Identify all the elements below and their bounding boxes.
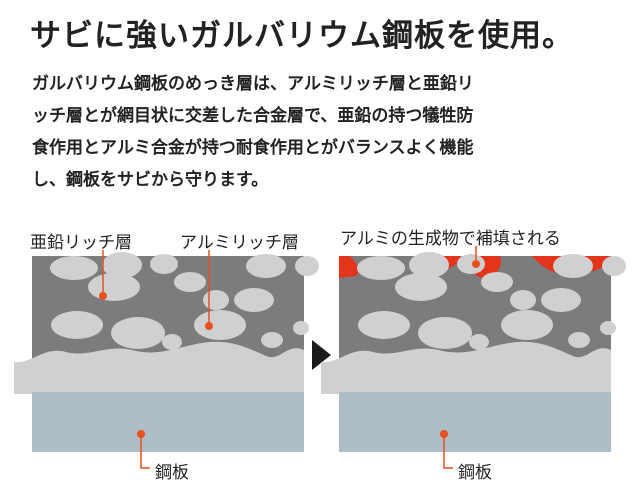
product-leader-dot: [472, 260, 480, 268]
transition-arrow-icon: [312, 340, 331, 370]
label-zinc-rich-layer: 亜鉛リッチ層: [30, 233, 132, 253]
main-heading: サビに強いガルバリウム鋼板を使用。: [30, 18, 574, 54]
right-panel: [321, 246, 626, 469]
left-steel-layer: [32, 392, 304, 452]
description-line: 食作用とアルミ合金が持つ耐食作用とがバランスよく機能: [32, 138, 474, 158]
label-aluminum-rich-layer: アルミリッチ層: [180, 233, 299, 253]
label-aluminum-product: アルミの生成物で補填される: [340, 229, 561, 249]
description-text: ガルバリウム鋼板のめっき層は、アルミリッチ層と亜鉛リ ッチ層とが網目状に交差した…: [32, 68, 622, 196]
label-steel-right: 鋼板: [458, 463, 492, 483]
description-line: ッチ層とが網目状に交差した合金層で、亜鉛の持つ犠牲防: [32, 106, 474, 126]
description-line: ガルバリウム鋼板のめっき層は、アルミリッチ層と亜鉛リ: [32, 74, 474, 94]
aluminum-leader-dot: [205, 322, 213, 330]
zinc-leader-dot: [99, 292, 107, 300]
steel-leader-line-left: [140, 434, 150, 469]
description-line: し、鋼板をサビから守ります。: [32, 170, 269, 190]
right-steel-layer: [339, 392, 611, 452]
steel-leader-line-right: [443, 434, 453, 469]
left-panel: [14, 250, 319, 469]
steel-leader-dot-left: [137, 430, 145, 438]
steel-leader-dot-right: [440, 430, 448, 438]
label-steel-left: 鋼板: [155, 463, 189, 483]
